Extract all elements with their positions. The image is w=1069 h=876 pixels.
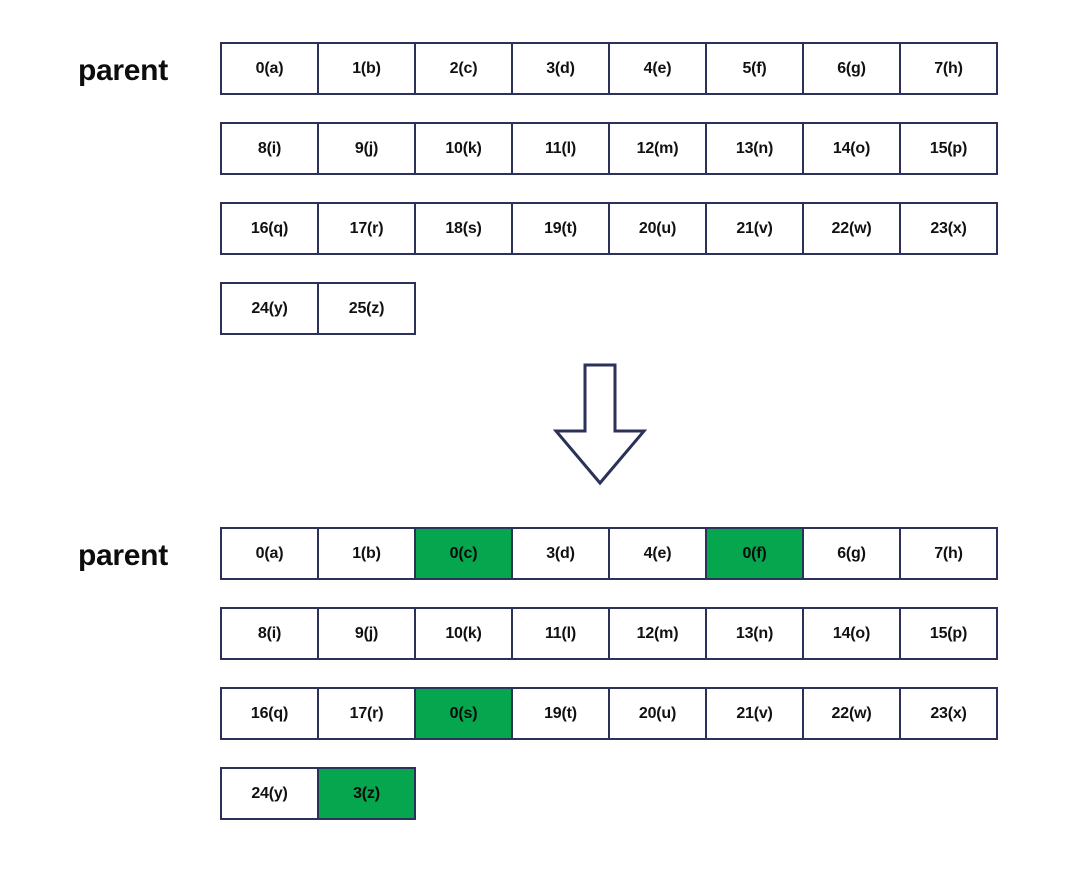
array-cell: 20(u) bbox=[608, 687, 707, 740]
array-cell: 11(l) bbox=[511, 122, 610, 175]
array-cell: 17(r) bbox=[317, 202, 416, 255]
array-cell: 24(y) bbox=[220, 767, 319, 820]
array-label-before: parent bbox=[78, 54, 168, 87]
array-cell: 10(k) bbox=[414, 607, 513, 660]
array-cell: 15(p) bbox=[899, 122, 998, 175]
array-cell: 8(i) bbox=[220, 607, 319, 660]
array-cell: 21(v) bbox=[705, 687, 804, 740]
array-cell: 19(t) bbox=[511, 687, 610, 740]
array-cell: 22(w) bbox=[802, 202, 901, 255]
array-cell: 11(l) bbox=[511, 607, 610, 660]
array-cell: 0(a) bbox=[220, 42, 319, 95]
array-cell: 15(p) bbox=[899, 607, 998, 660]
array-cell: 10(k) bbox=[414, 122, 513, 175]
array-cell: 20(u) bbox=[608, 202, 707, 255]
array-label-after: parent bbox=[78, 539, 168, 572]
array-row: 0(a)1(b)2(c)3(d)4(e)5(f)6(g)7(h) bbox=[220, 42, 998, 95]
arrow-down-outline-icon bbox=[552, 362, 648, 487]
array-cell-highlighted: 3(z) bbox=[317, 767, 416, 820]
array-cell: 1(b) bbox=[317, 527, 416, 580]
array-cell: 14(o) bbox=[802, 607, 901, 660]
array-cell: 22(w) bbox=[802, 687, 901, 740]
array-cell: 4(e) bbox=[608, 42, 707, 95]
array-cell: 17(r) bbox=[317, 687, 416, 740]
array-row: 8(i)9(j)10(k)11(l)12(m)13(n)14(o)15(p) bbox=[220, 607, 998, 660]
array-cell: 9(j) bbox=[317, 122, 416, 175]
array-cell: 25(z) bbox=[317, 282, 416, 335]
array-cell: 18(s) bbox=[414, 202, 513, 255]
array-cell: 24(y) bbox=[220, 282, 319, 335]
array-cell: 9(j) bbox=[317, 607, 416, 660]
array-cell: 0(a) bbox=[220, 527, 319, 580]
array-cell: 8(i) bbox=[220, 122, 319, 175]
array-cell: 7(h) bbox=[899, 42, 998, 95]
array-cell: 1(b) bbox=[317, 42, 416, 95]
array-row: 16(q)17(r)18(s)19(t)20(u)21(v)22(w)23(x) bbox=[220, 202, 998, 255]
array-row: 16(q)17(r)0(s)19(t)20(u)21(v)22(w)23(x) bbox=[220, 687, 998, 740]
array-cell: 3(d) bbox=[511, 527, 610, 580]
array-cell: 6(g) bbox=[802, 527, 901, 580]
array-cell: 4(e) bbox=[608, 527, 707, 580]
array-cell: 23(x) bbox=[899, 202, 998, 255]
array-cell: 14(o) bbox=[802, 122, 901, 175]
array-cell: 7(h) bbox=[899, 527, 998, 580]
array-cell-highlighted: 0(s) bbox=[414, 687, 513, 740]
array-cell: 3(d) bbox=[511, 42, 610, 95]
array-cell: 2(c) bbox=[414, 42, 513, 95]
array-cell: 16(q) bbox=[220, 687, 319, 740]
array-cell: 5(f) bbox=[705, 42, 804, 95]
array-row: 24(y)25(z) bbox=[220, 282, 998, 335]
transformation-arrow bbox=[552, 362, 648, 487]
array-cell: 12(m) bbox=[608, 122, 707, 175]
array-row: 0(a)1(b)0(c)3(d)4(e)0(f)6(g)7(h) bbox=[220, 527, 998, 580]
array-cell: 16(q) bbox=[220, 202, 319, 255]
array-cell: 13(n) bbox=[705, 607, 804, 660]
array-cell: 13(n) bbox=[705, 122, 804, 175]
array-cell-highlighted: 0(c) bbox=[414, 527, 513, 580]
array-cell: 21(v) bbox=[705, 202, 804, 255]
array-row: 24(y)3(z) bbox=[220, 767, 998, 820]
array-cell: 19(t) bbox=[511, 202, 610, 255]
array-cell-highlighted: 0(f) bbox=[705, 527, 804, 580]
array-cell: 12(m) bbox=[608, 607, 707, 660]
array-row: 8(i)9(j)10(k)11(l)12(m)13(n)14(o)15(p) bbox=[220, 122, 998, 175]
array-cell: 23(x) bbox=[899, 687, 998, 740]
array-rows-before: 0(a)1(b)2(c)3(d)4(e)5(f)6(g)7(h) 8(i)9(j)… bbox=[220, 42, 998, 335]
array-cell: 6(g) bbox=[802, 42, 901, 95]
array-rows-after: 0(a)1(b)0(c)3(d)4(e)0(f)6(g)7(h) 8(i)9(j)… bbox=[220, 527, 998, 820]
